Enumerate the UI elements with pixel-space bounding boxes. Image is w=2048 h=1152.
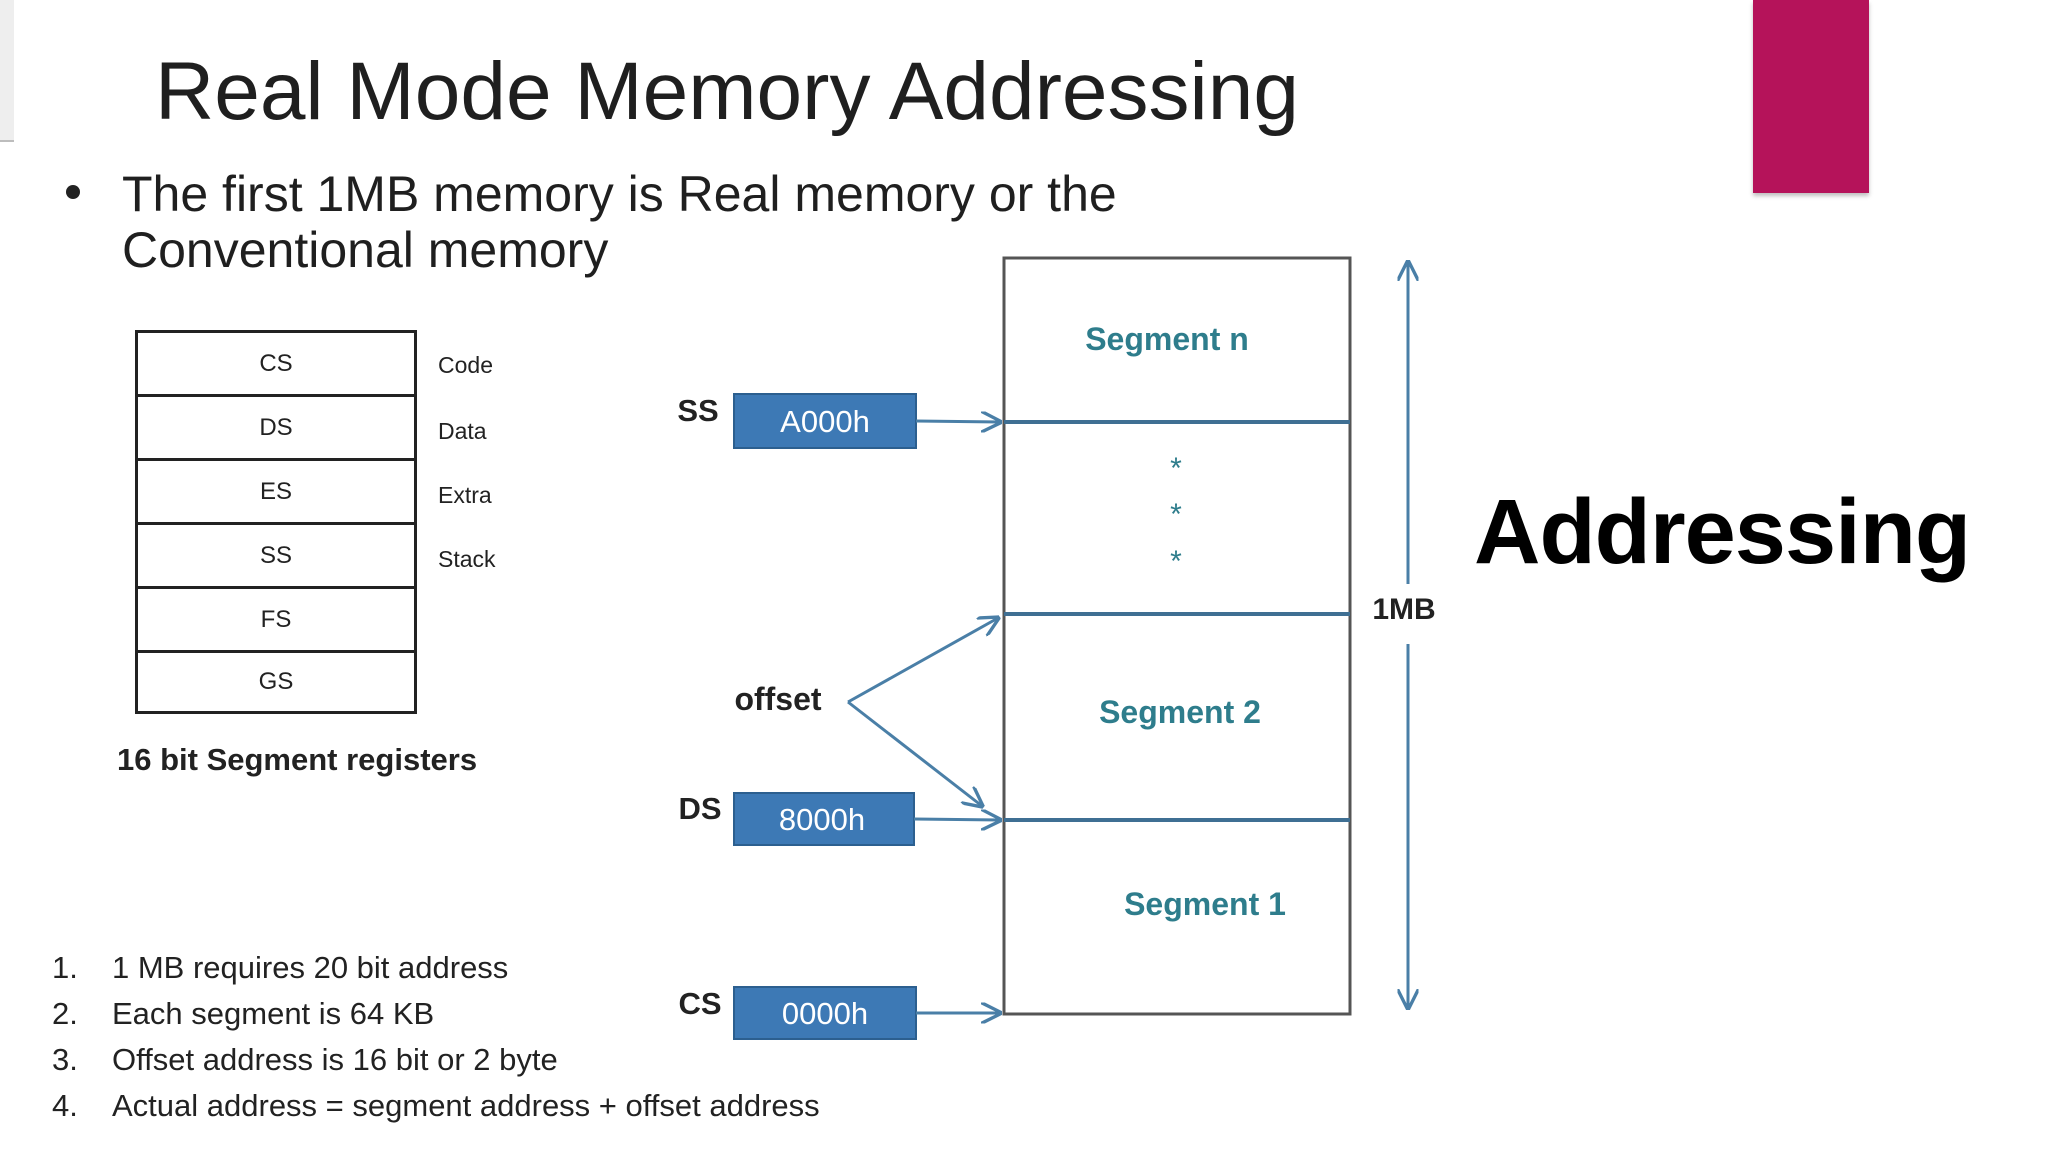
ellipsis-mark: *: [1170, 545, 1182, 578]
register-table-caption: 16 bit Segment registers: [117, 742, 478, 777]
list-item: 4. Actual address = segment address + off…: [52, 1083, 820, 1129]
memory-block: [1002, 256, 1352, 1016]
register-purpose-label: Data: [438, 418, 487, 444]
segment-label: Segment n: [1085, 321, 1249, 357]
register-value: 0000h: [782, 996, 868, 1031]
side-heading: Addressing: [1474, 481, 1971, 583]
register-purpose-label: Code: [438, 352, 493, 378]
list-number: 2.: [52, 996, 78, 1031]
slide-edge-marker: [0, 0, 14, 142]
offset-arrow-down: [847, 700, 982, 806]
pointer-arrow: [915, 421, 1000, 422]
register-cell: DS: [138, 397, 414, 461]
register-purpose-label: Extra: [438, 482, 492, 508]
segment-register-table: CS DS ES SS FS GS: [135, 330, 417, 714]
list-text: Offset address is 16 bit or 2 byte: [112, 1042, 558, 1077]
bullet-icon: [66, 185, 80, 199]
segment-label: Segment 1: [1124, 886, 1286, 922]
ellipsis-mark: *: [1170, 498, 1182, 531]
ellipsis-mark: *: [1170, 452, 1182, 485]
list-text: Actual address = segment address + offse…: [112, 1088, 820, 1123]
list-item: 3. Offset address is 16 bit or 2 byte: [52, 1037, 820, 1083]
bullet-text: The first 1MB memory is Real memory or t…: [122, 166, 1117, 278]
register-cell: CS: [138, 333, 414, 397]
list-number: 4.: [52, 1088, 78, 1123]
memory-size-label: 1MB: [1372, 593, 1435, 626]
list-text: Each segment is 64 KB: [112, 996, 435, 1031]
accent-block: [1753, 0, 1869, 193]
list-text: 1 MB requires 20 bit address: [112, 950, 509, 985]
register-cell: SS: [138, 525, 414, 589]
register-value-box: [733, 792, 915, 846]
register-cell: ES: [138, 461, 414, 525]
register-value-box: [733, 393, 917, 449]
notes-list: 1. 1 MB requires 20 bit address 2. Each se…: [52, 945, 820, 1129]
register-name: SS: [677, 393, 718, 428]
register-cell: FS: [138, 589, 414, 653]
slide-title: Real Mode Memory Addressing: [155, 46, 1299, 137]
register-value: 8000h: [779, 802, 865, 837]
register-name: CS: [678, 986, 721, 1021]
offset-arrow-up: [847, 618, 998, 704]
segment-label: Segment 2: [1099, 694, 1261, 730]
register-cell: GS: [258, 668, 294, 695]
register-purpose-label: Stack: [438, 546, 496, 572]
register-name: DS: [678, 791, 721, 826]
offset-label: offset: [734, 681, 821, 717]
register-value-box: [733, 986, 917, 1040]
list-item: 1. 1 MB requires 20 bit address: [52, 945, 820, 991]
list-number: 1.: [52, 950, 78, 985]
list-number: 3.: [52, 1042, 78, 1077]
register-value: A000h: [780, 404, 870, 439]
list-item: 2. Each segment is 64 KB: [52, 991, 820, 1037]
pointer-arrow: [913, 819, 1000, 820]
